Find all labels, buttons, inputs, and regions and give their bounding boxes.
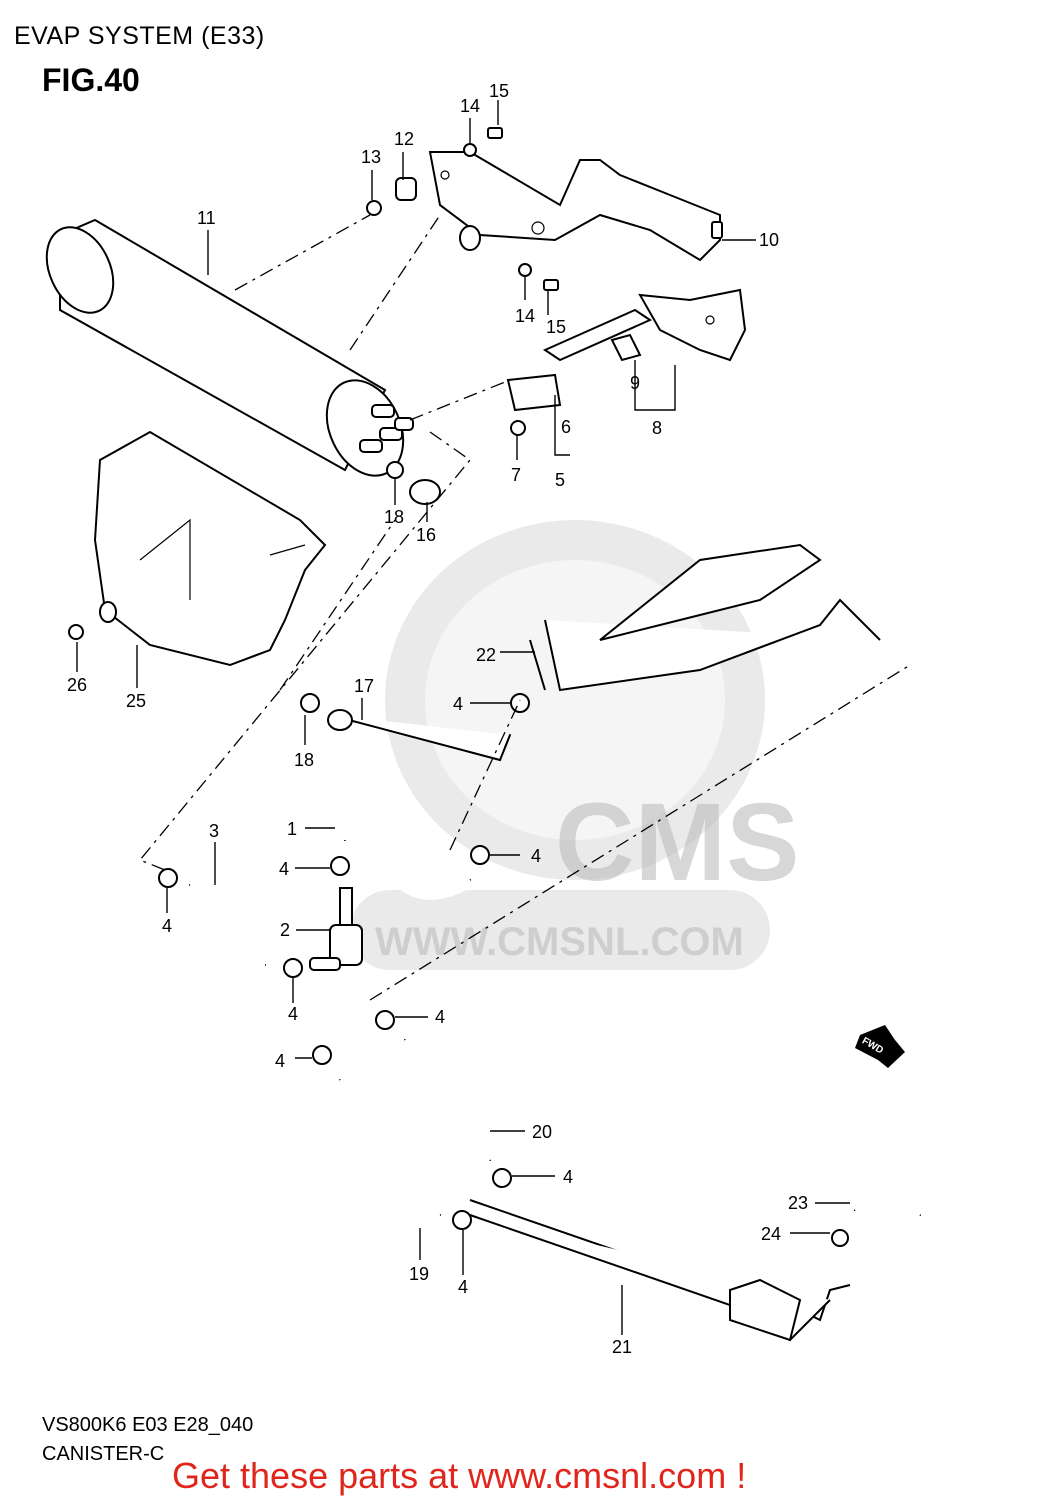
footer-label: CANISTER-C bbox=[42, 1443, 165, 1465]
footer-code: VS800K6 E03 E28_040 bbox=[42, 1414, 254, 1436]
callout-4-a: 4 bbox=[453, 694, 463, 714]
callout-25: 25 bbox=[126, 691, 146, 711]
callout-26: 26 bbox=[67, 675, 87, 695]
callout-17: 17 bbox=[354, 676, 374, 696]
callout-20: 20 bbox=[532, 1122, 552, 1142]
callout-4-i: 4 bbox=[458, 1277, 468, 1297]
fwd-arrow-icon: FWD bbox=[855, 1025, 905, 1068]
callouts: 13 12 14 15 11 10 14 15 9 8 6 7 5 18 16 … bbox=[67, 81, 808, 1357]
callout-2: 2 bbox=[280, 920, 290, 940]
callout-21: 21 bbox=[612, 1337, 632, 1357]
leader-lines bbox=[76, 100, 850, 1335]
callout-6: 6 bbox=[561, 417, 571, 437]
callout-4-e: 4 bbox=[288, 1004, 298, 1024]
callout-23: 23 bbox=[788, 1193, 808, 1213]
page-header: EVAP SYSTEM (E33) bbox=[14, 22, 265, 50]
callout-5: 5 bbox=[555, 470, 565, 490]
callout-14-top: 14 bbox=[460, 96, 480, 116]
callout-4-h: 4 bbox=[563, 1167, 573, 1187]
callout-4-d: 4 bbox=[162, 916, 172, 936]
callout-4-b: 4 bbox=[531, 846, 541, 866]
callout-11: 11 bbox=[197, 208, 216, 228]
clamps bbox=[158, 461, 849, 1247]
callout-16: 16 bbox=[416, 525, 436, 545]
callout-10: 10 bbox=[759, 230, 779, 250]
callout-4-c: 4 bbox=[279, 859, 289, 879]
valve bbox=[309, 887, 363, 971]
callout-18-top: 18 bbox=[384, 507, 404, 527]
hoses bbox=[188, 714, 924, 1223]
callout-13: 13 bbox=[361, 147, 381, 167]
callout-18-mid: 18 bbox=[294, 750, 314, 770]
callout-24: 24 bbox=[761, 1224, 781, 1244]
callout-9: 9 bbox=[630, 373, 640, 393]
callout-4-g: 4 bbox=[275, 1051, 285, 1071]
fasteners bbox=[68, 127, 723, 731]
callout-1: 1 bbox=[287, 819, 297, 839]
callout-15-top: 15 bbox=[489, 81, 509, 101]
canister-cover bbox=[93, 430, 327, 667]
callout-14-mid: 14 bbox=[515, 306, 535, 326]
watermark-url: WWW.CMSNL.COM bbox=[375, 920, 744, 964]
callout-19: 19 bbox=[409, 1264, 429, 1284]
callout-7: 7 bbox=[511, 465, 521, 485]
callout-8: 8 bbox=[652, 418, 662, 438]
pipes bbox=[469, 543, 881, 1342]
figure-title: FIG.40 bbox=[42, 62, 140, 98]
promo-link[interactable]: Get these parts at www.cmsnl.com ! bbox=[172, 1455, 747, 1496]
watermark-brand: CMS bbox=[555, 781, 799, 904]
callout-4-f: 4 bbox=[435, 1007, 445, 1027]
callout-22: 22 bbox=[476, 645, 496, 665]
callout-3: 3 bbox=[209, 821, 219, 841]
callout-15-mid: 15 bbox=[546, 317, 566, 337]
canister bbox=[45, 218, 414, 477]
canister-bracket bbox=[428, 151, 747, 412]
assembly-lines bbox=[138, 214, 911, 1001]
callout-12: 12 bbox=[394, 129, 414, 149]
